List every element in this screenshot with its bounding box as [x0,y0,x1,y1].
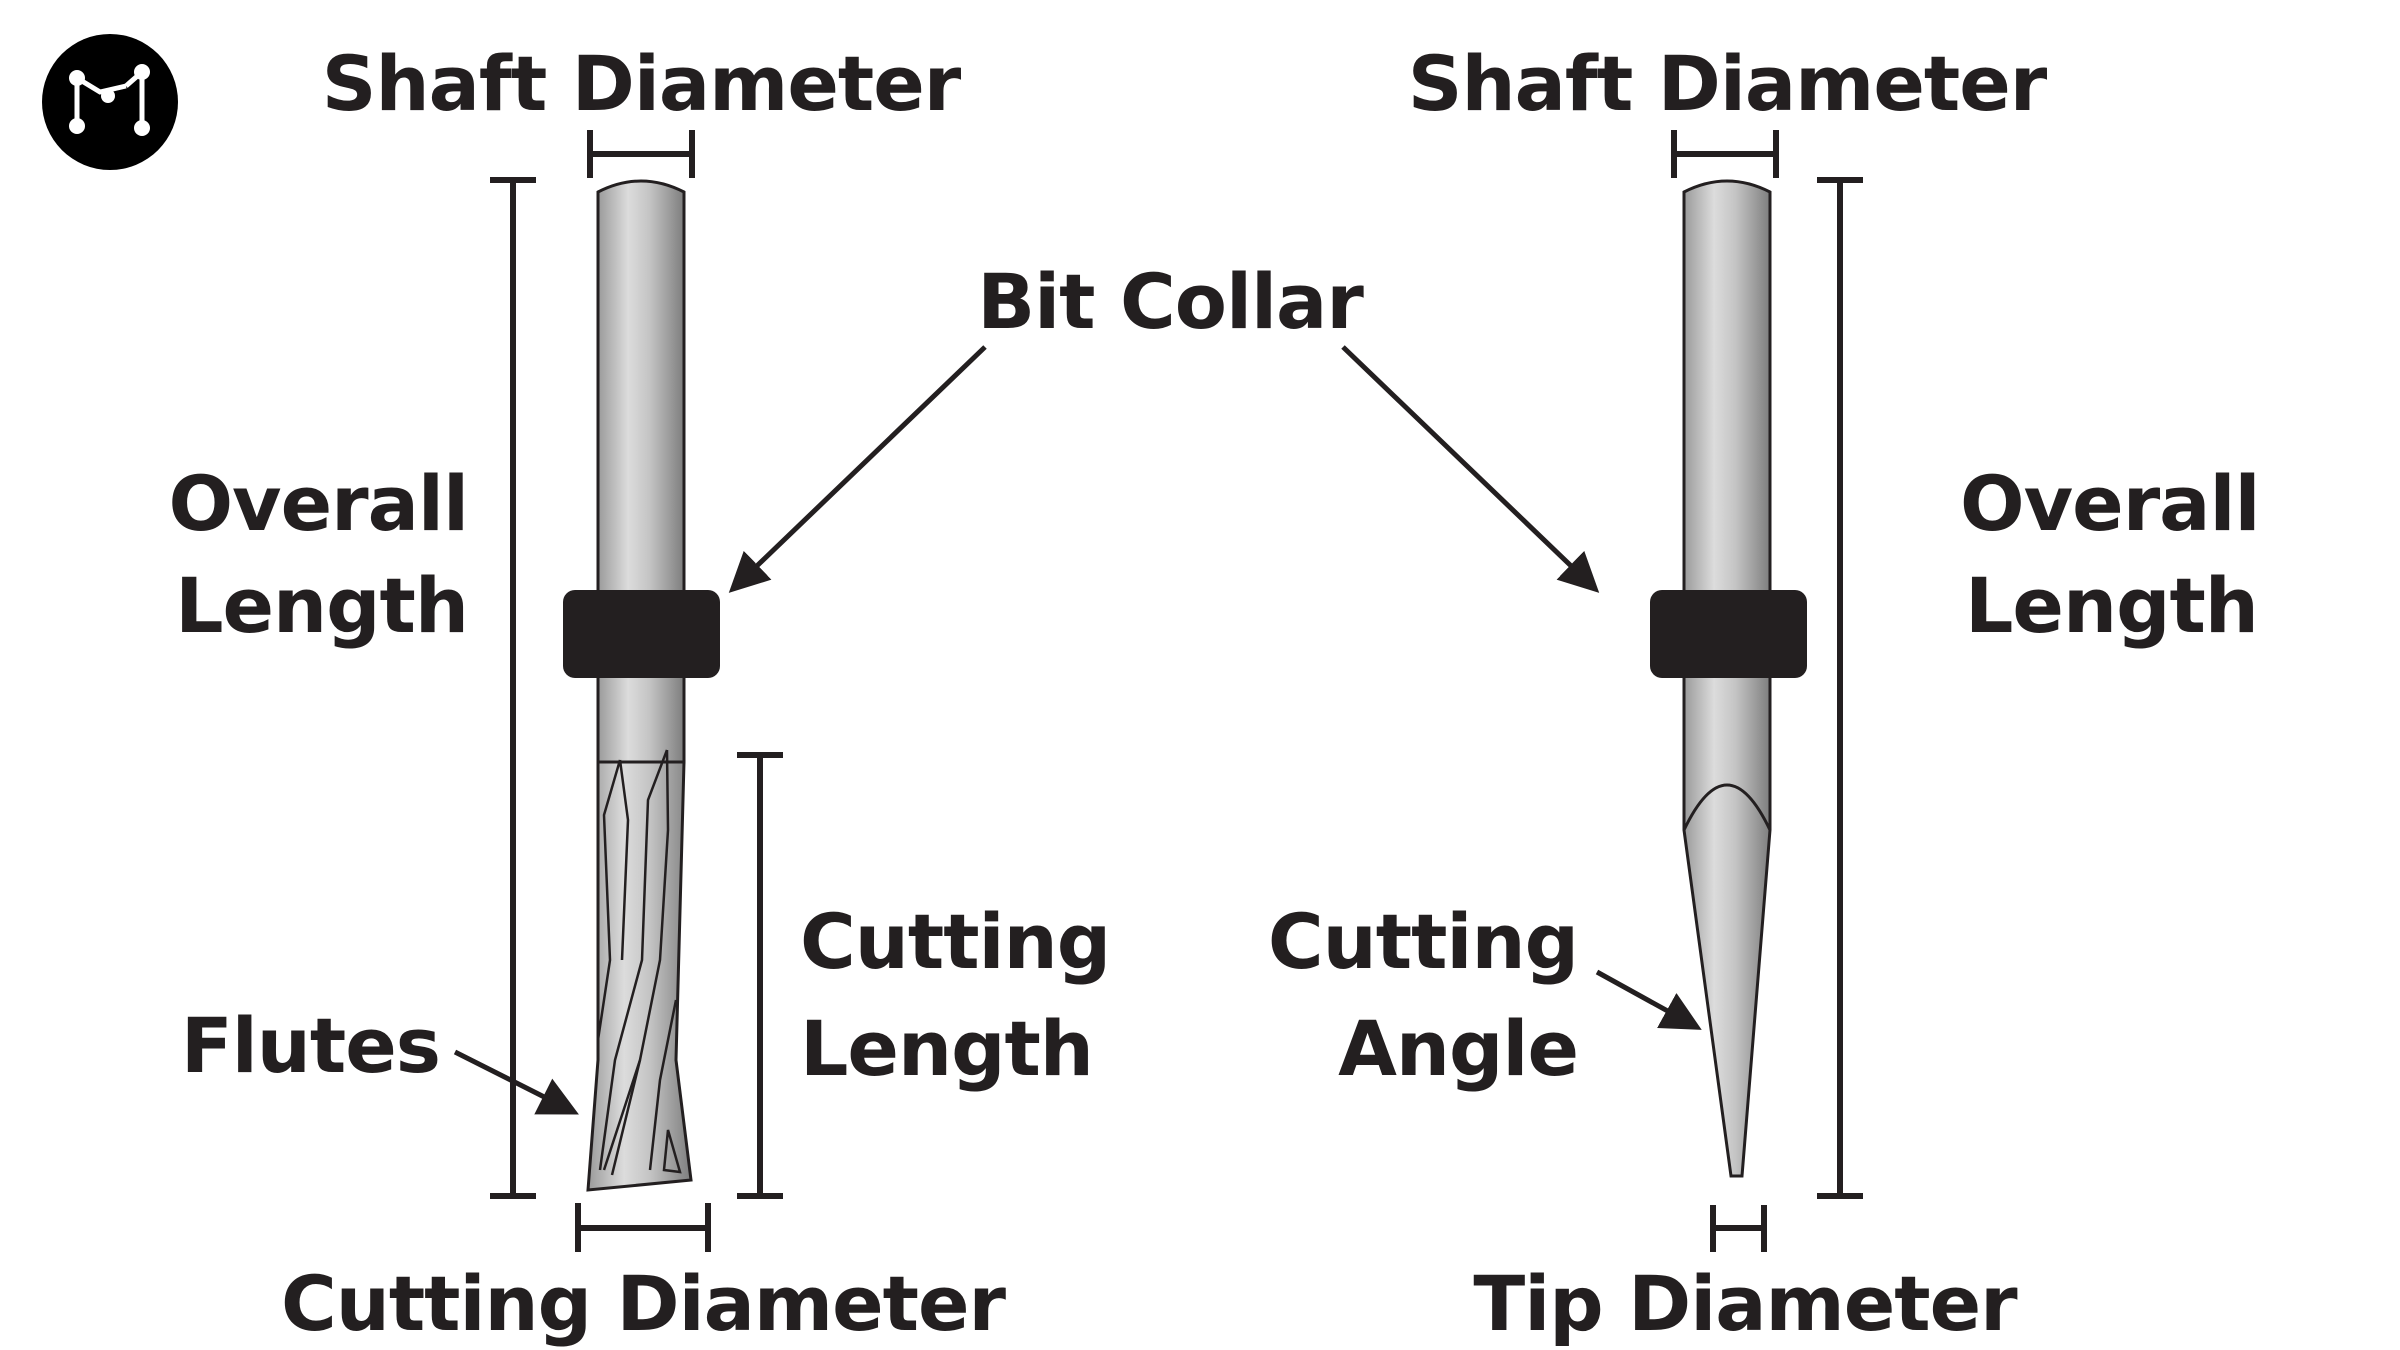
right-shaft-diameter-label: Shaft Diameter [1408,39,2048,128]
flat-end-mill-bit [586,179,693,1192]
flutes-arrow [453,1049,579,1115]
right-shaft-diameter-marker [1671,130,1779,178]
left-bit-collar [563,590,720,678]
left-shaft-diameter-label: Shaft Diameter [322,39,962,128]
left-overall-length-label-line1: Overall [168,459,468,548]
right-overall-length-marker [1817,177,1863,1199]
cutting-length-marker [737,752,783,1199]
cutting-diameter-label: Cutting Diameter [281,1259,1007,1348]
v-bit [1682,179,1772,1178]
right-overall-length-label-line2: Length [1965,561,2258,650]
cutting-angle-arrow [1595,969,1702,1030]
tip-diameter-label: Tip Diameter [1473,1259,2018,1348]
left-overall-length-marker [490,177,536,1199]
cutting-angle-label-line2: Angle [1338,1004,1578,1093]
cutting-length-label-line1: Cutting [800,897,1110,986]
tip-diameter-marker [1710,1205,1767,1252]
right-bit-collar [1650,590,1807,678]
cutting-angle-label-line1: Cutting [1268,897,1578,986]
collar-arrow-right [1341,345,1600,593]
bit-collar-label: Bit Collar [977,257,1364,346]
collar-arrow-left [728,345,987,593]
right-overall-length-label-line1: Overall [1960,459,2260,548]
flutes-label: Flutes [181,1001,440,1090]
left-shaft-diameter-marker [587,130,695,178]
left-overall-length-label-line2: Length [175,561,468,650]
cutting-diameter-marker [575,1203,711,1252]
circuit-nodes-icon [42,34,178,170]
cutting-length-label-line2: Length [800,1004,1093,1093]
